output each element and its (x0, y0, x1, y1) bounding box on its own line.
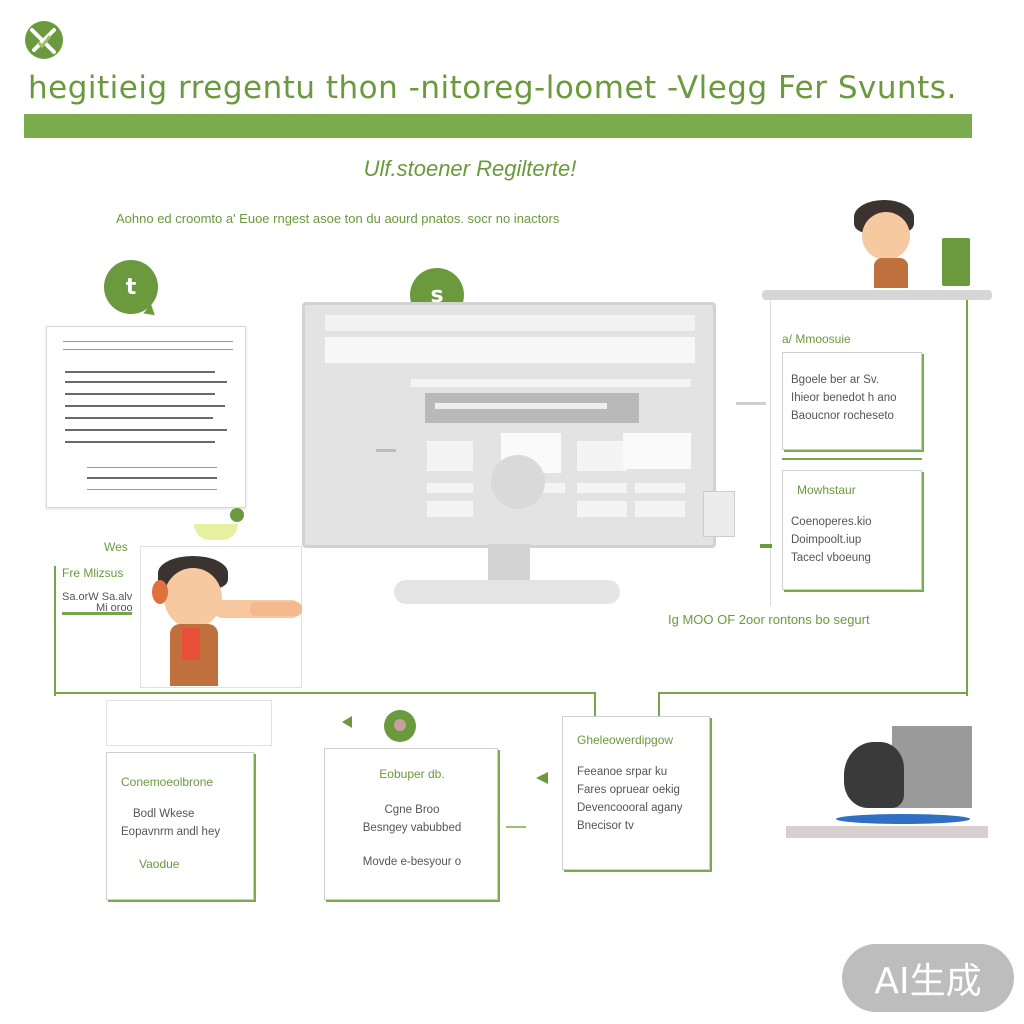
right-card-2: Mowhstaur Coenoperes.kio Doimpoolt.iup T… (782, 470, 922, 590)
right-panel-border (966, 300, 968, 696)
bottom-card-1-line-1: Bodl Wkese (133, 808, 195, 820)
bottom-card-3-title: Gheleowerdipgow (577, 733, 674, 747)
bottom-card-1-shadow (106, 700, 272, 746)
right-card-1-line-1: Bgoele ber ar Sv. (791, 374, 880, 386)
right-card-2-line-2: Doimpoolt.iup (791, 534, 862, 546)
bottom-card-3-line-4: Bnecisor tv (577, 820, 634, 832)
bottom-card-2-title: Eobuper db. (379, 767, 445, 781)
page-title: hegitieig rregentu thon -nitoreg-loomet … (28, 70, 957, 106)
right-panel-caption: Ig MOO OF 2oor rontons bo segurt (668, 612, 870, 627)
bottom-card-1-title: Conemoeolbrone (121, 775, 214, 789)
person-right (852, 198, 932, 290)
document-page (46, 326, 246, 508)
bottom-card-2-line-3: Movde e-besyour o (362, 856, 462, 868)
left-panel-accent (194, 524, 238, 540)
intro-text: Aohno ed croomto a' Euoe rngest asoe ton… (116, 211, 560, 226)
connector-horizontal-right (658, 692, 968, 694)
connector-drop-2 (658, 692, 660, 716)
bottom-card-3: Gheleowerdipgow Feeanoe srpar ku Fares o… (562, 716, 710, 870)
right-card-separator (782, 452, 922, 460)
left-panel-heading-2: Fre Mlizsus (62, 566, 124, 580)
connector-horizontal-left (54, 692, 596, 694)
person-left (140, 550, 310, 690)
right-panel-header: a/ Mmoosuie (782, 332, 851, 346)
left-panel-line-2: Mi oroo (96, 602, 133, 614)
triangle-left-icon-2 (536, 772, 548, 784)
bottom-card-2: Eobuper db. Cgne Broo Besngey vabubbed M… (324, 748, 498, 900)
right-card-1-line-2: Ihieor benedot h ano (791, 392, 897, 404)
monitor-base (394, 580, 620, 604)
bottom-card-1: Conemoeolbrone Bodl Wkese Eopavnrm andl … (106, 752, 254, 900)
blue-mat (836, 814, 970, 824)
connector-dash (506, 826, 526, 828)
monitor-screen (302, 302, 735, 548)
green-book-icon (942, 238, 970, 286)
small-globe-icon (230, 508, 244, 522)
bottom-card-2-line-1: Cgne Broo (384, 804, 440, 816)
left-panel-heading-1: Wes (104, 540, 128, 554)
desk-shelf (762, 290, 992, 300)
ai-generated-badge: AI生成 (842, 944, 1014, 1012)
triangle-left-icon (342, 716, 352, 728)
right-panel-frame (770, 300, 969, 606)
right-arrow-tick (760, 544, 772, 548)
connector-drop-1 (594, 692, 596, 716)
step-badge-1: t (104, 260, 158, 314)
left-panel-border (54, 566, 56, 696)
desk-bottom (786, 826, 988, 838)
left-panel-underline (62, 612, 132, 615)
bottom-card-3-line-1: Feeanoe srpar ku (577, 766, 668, 778)
logo (24, 20, 64, 60)
left-panel-line-1: Sa.orW Sa.alv (62, 591, 133, 603)
page-subtitle: Ulf.stoener Regilterte! (363, 156, 577, 181)
bottom-card-2-line-2: Besngey vabubbed (362, 822, 462, 834)
right-card-1-line-3: Baoucnor rocheseto (791, 410, 894, 422)
bag-icon (384, 710, 416, 742)
right-card-1: Bgoele ber ar Sv. Ihieor benedot h ano B… (782, 352, 922, 450)
computer-illustration (840, 724, 980, 820)
right-card-2-title: Mowhstaur (797, 483, 856, 497)
bottom-card-3-line-3: Devencoooral agany (577, 802, 683, 814)
connector-dot (376, 449, 396, 452)
right-card-2-line-1: Coenoperes.kio (791, 516, 872, 528)
bottom-card-3-line-2: Fares opruear oekig (577, 784, 680, 796)
right-card-2-line-3: Tacecl vboeung (791, 552, 871, 564)
title-bar (24, 114, 972, 138)
bottom-card-1-line-2: Eopavnrm andl hey (121, 826, 221, 838)
monitor-stand (488, 544, 530, 584)
bottom-card-1-line-3: Vaodue (139, 857, 180, 871)
crossed-tools-icon (25, 21, 63, 59)
connector-dot (736, 402, 766, 405)
